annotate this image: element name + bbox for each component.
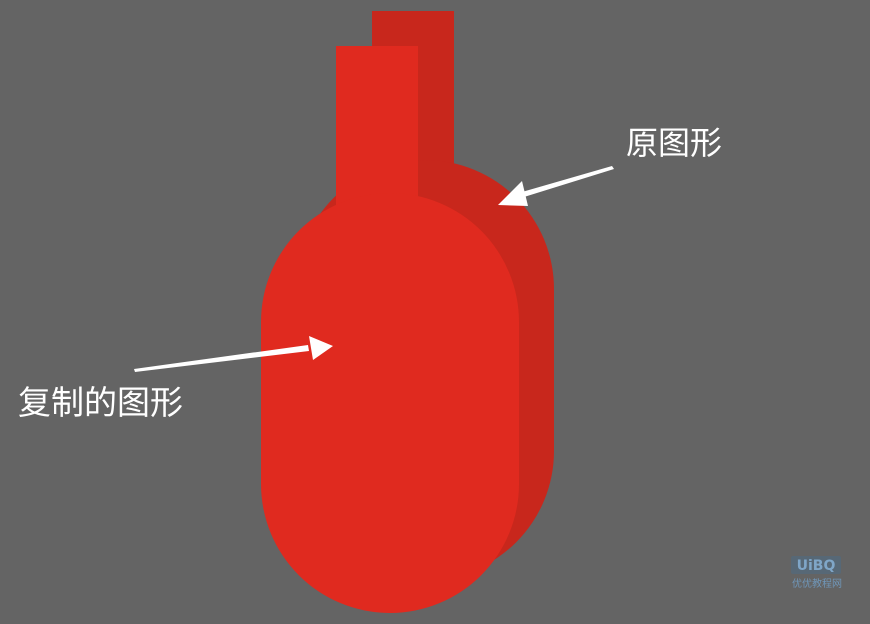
watermark-caption: 优优教程网	[792, 579, 842, 590]
arrow-copy-head	[309, 336, 333, 360]
copy-shape-body	[261, 193, 519, 613]
arrow-original-head	[498, 181, 528, 206]
arrow-copy-shaft	[134, 345, 309, 372]
arrow-original-shaft	[522, 166, 614, 197]
arrow-icon	[498, 166, 614, 206]
watermark-logo-text: UiBQ	[797, 558, 836, 574]
label-copied-shape: 复制的图形	[18, 383, 183, 422]
copy-shape	[261, 46, 519, 613]
watermark-logo-box	[791, 556, 841, 574]
arrow-icon	[134, 336, 333, 372]
watermark: UiBQ 优优教程网	[791, 556, 845, 590]
watermark-logo: UiBQ	[791, 556, 841, 574]
label-original-shape: 原图形	[626, 124, 723, 162]
